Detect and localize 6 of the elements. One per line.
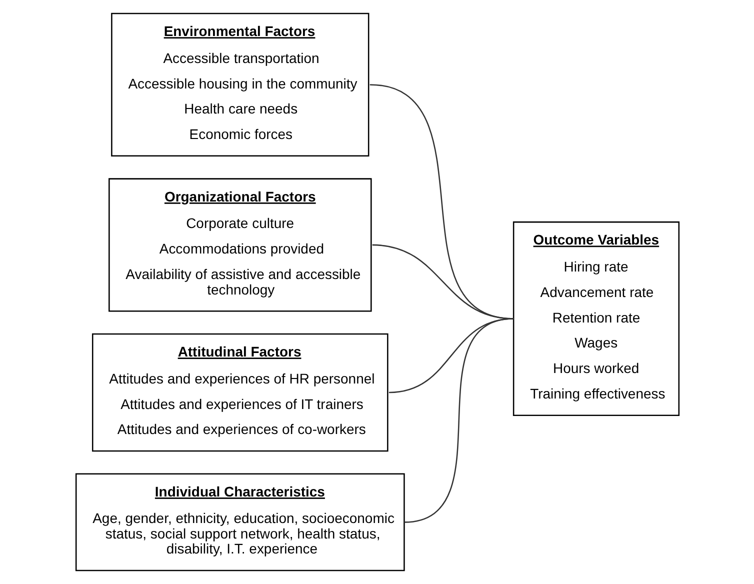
node-box: Organizational Factors Corporate culture Accommodations provided Availability of assistive and accessible technology bbox=[108, 178, 372, 312]
node-box: Environmental Factors Accessible transportation Accessible housing in the community Health care needs Economic forces bbox=[110, 12, 369, 157]
node-box: Attitudinal Factors Attitudes and experiences of HR personnel Attitudes and experiences of IT trainers Attitudes and experiences of co-workers bbox=[91, 333, 388, 452]
node-box: Individual Characteristics Age, gender, ethnicity, education, socioeconomic status, social support network, health status, disability, I.T. experience bbox=[74, 473, 404, 572]
connector bbox=[404, 318, 514, 523]
node-box: Outcome Variables Hiring rate Advancement rate Retention rate Wages Hours worked Training effectiveness bbox=[512, 221, 680, 416]
